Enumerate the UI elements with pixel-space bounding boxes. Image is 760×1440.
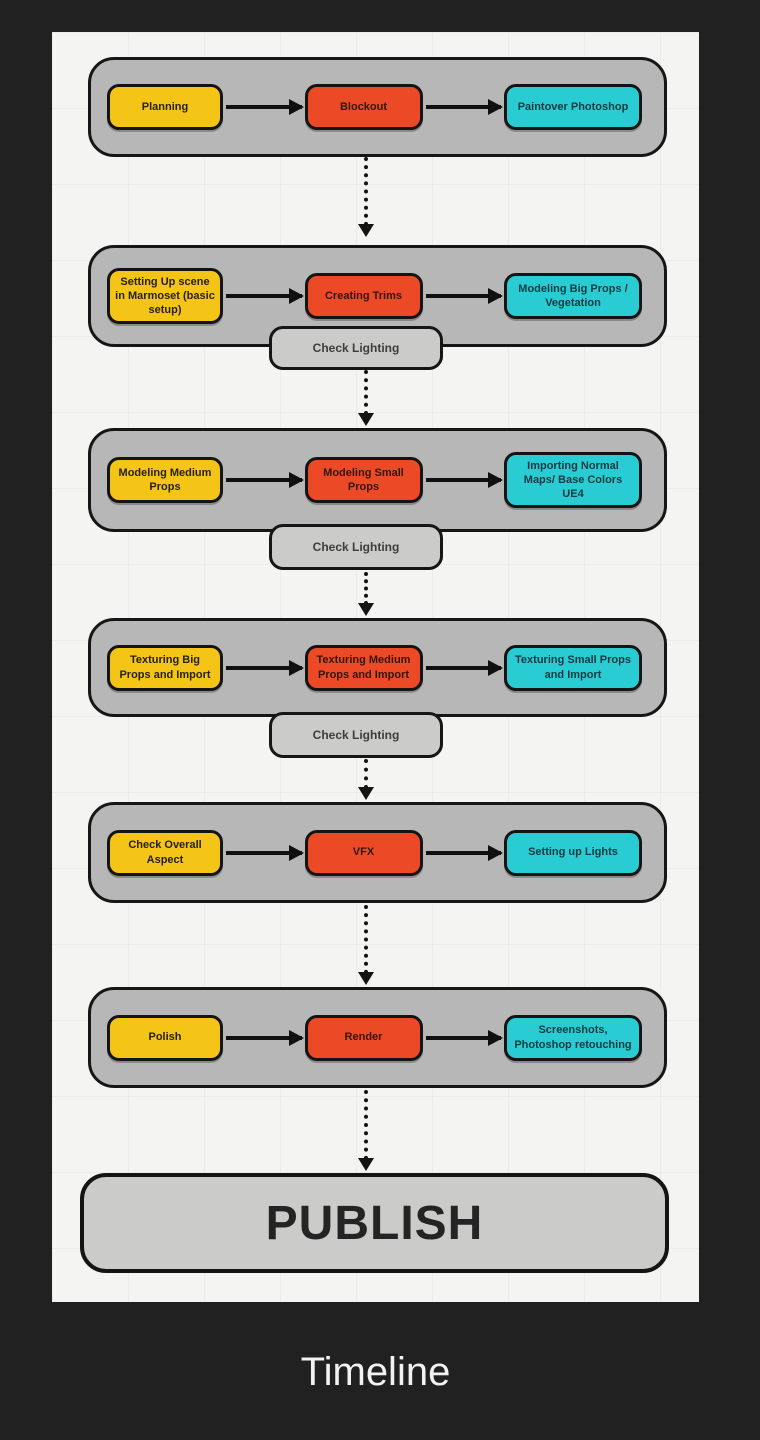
dotted-arrow-down-icon (358, 572, 374, 616)
arrow-right-icon (425, 478, 501, 482)
phase-group-2: Setting Up scene in Marmoset (basic setu… (88, 245, 667, 347)
dotted-arrow-down-icon (358, 1090, 374, 1171)
arrow-right-icon (226, 105, 302, 109)
check-lighting-box-2: Check Lighting (269, 524, 443, 570)
arrow-right-icon (226, 478, 302, 482)
phase-group-6: Polish Render Screenshots, Photoshop ret… (88, 987, 667, 1088)
arrow-right-icon (425, 665, 501, 670)
step-screenshots-retouching: Screenshots, Photoshop retouching (504, 1014, 642, 1061)
arrow-right-icon (425, 105, 501, 109)
publish-box: PUBLISH (80, 1173, 669, 1273)
step-blockout: Blockout (304, 84, 423, 130)
arrow-right-icon (425, 294, 501, 298)
step-modeling-medium-props: Modeling Medium Props (107, 457, 223, 503)
step-modeling-small-props: Modeling Small Props (304, 457, 423, 503)
phase-group-5: Check Overall Aspect VFX Setting up Ligh… (88, 802, 667, 903)
arrow-right-icon (425, 1035, 501, 1040)
step-modeling-big-props-vegetation: Modeling Big Props / Vegetation (504, 273, 642, 319)
dotted-arrow-down-icon (358, 157, 374, 237)
step-setting-up-scene-marmoset: Setting Up scene in Marmoset (basic setu… (107, 267, 223, 325)
phase-group-3: Modeling Medium Props Modeling Small Pro… (88, 428, 667, 532)
step-creating-trims: Creating Trims (304, 273, 423, 319)
step-texturing-big-props: Texturing Big Props and Import (107, 644, 223, 691)
diagram-canvas: Planning Blockout Paintover Photoshop Se… (52, 32, 699, 1302)
arrow-right-icon (226, 850, 302, 855)
step-render: Render (304, 1014, 423, 1061)
arrow-right-icon (226, 665, 302, 670)
caption-title: Timeline (300, 1350, 451, 1394)
step-setting-up-lights: Setting up Lights (504, 829, 642, 876)
step-texturing-medium-props: Texturing Medium Props and Import (304, 644, 423, 691)
step-vfx: VFX (304, 829, 423, 876)
phase-group-4: Texturing Big Props and Import Texturing… (88, 618, 667, 717)
step-planning: Planning (107, 84, 223, 130)
arrow-right-icon (226, 294, 302, 298)
step-polish: Polish (107, 1014, 223, 1061)
arrow-right-icon (425, 850, 501, 855)
step-paintover-photoshop: Paintover Photoshop (504, 84, 642, 130)
step-importing-normal-maps-ue4: Importing Normal Maps/ Base Colors UE4 (504, 451, 642, 509)
phase-group-1: Planning Blockout Paintover Photoshop (88, 57, 667, 157)
check-lighting-box-1: Check Lighting (269, 326, 443, 370)
step-texturing-small-props: Texturing Small Props and Import (504, 644, 642, 691)
dotted-arrow-down-icon (358, 905, 374, 985)
step-check-overall-aspect: Check Overall Aspect (107, 829, 223, 876)
dotted-arrow-down-icon (358, 370, 374, 426)
dotted-arrow-down-icon (358, 759, 374, 800)
check-lighting-box-3: Check Lighting (269, 712, 443, 758)
arrow-right-icon (226, 1035, 302, 1040)
